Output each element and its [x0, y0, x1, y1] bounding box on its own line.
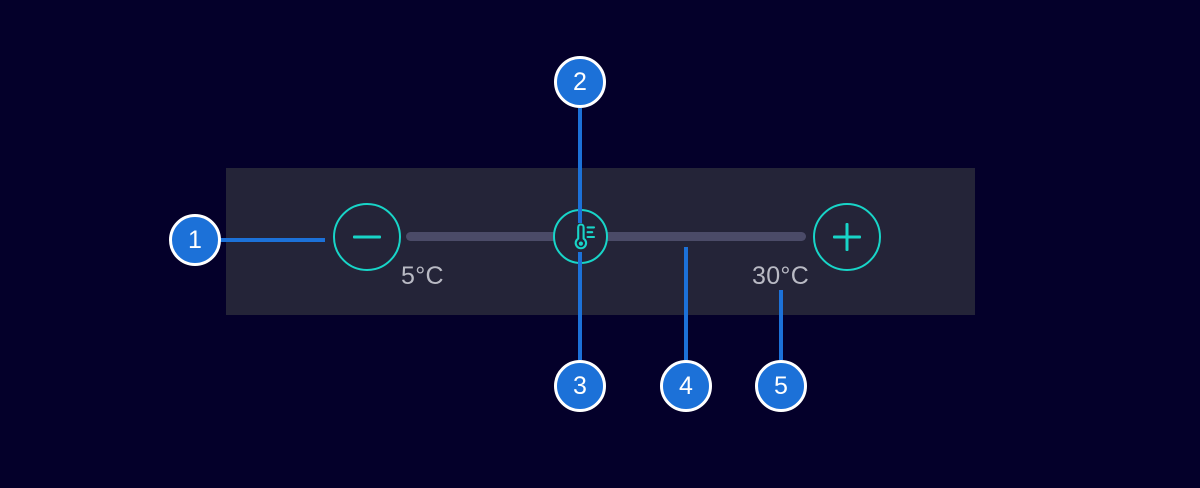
leader-line-1	[220, 238, 325, 242]
annotation-badge-4-number: 4	[679, 371, 693, 400]
annotation-badge-1[interactable]: 1	[169, 214, 221, 266]
increase-temperature-button[interactable]	[813, 203, 881, 271]
annotation-badge-2[interactable]: 2	[554, 56, 606, 108]
plus-icon-vertical	[845, 223, 849, 251]
leader-line-2	[578, 108, 582, 223]
decrease-temperature-button[interactable]	[333, 203, 401, 271]
max-temperature-label: 30°C	[752, 262, 810, 290]
annotation-badge-2-number: 2	[573, 67, 587, 96]
thermometer-icon	[574, 223, 595, 249]
annotation-badge-4[interactable]: 4	[660, 360, 712, 412]
annotation-badge-5-number: 5	[774, 371, 788, 400]
leader-line-4	[684, 247, 688, 360]
annotation-badge-3[interactable]: 3	[554, 360, 606, 412]
leader-line-3	[578, 252, 582, 360]
min-temperature-label: 5°C	[401, 262, 444, 290]
minus-icon	[353, 235, 381, 239]
annotation-badge-5[interactable]: 5	[755, 360, 807, 412]
leader-line-5	[779, 290, 783, 360]
annotation-badge-3-number: 3	[573, 371, 587, 400]
annotation-badge-1-number: 1	[188, 225, 202, 254]
